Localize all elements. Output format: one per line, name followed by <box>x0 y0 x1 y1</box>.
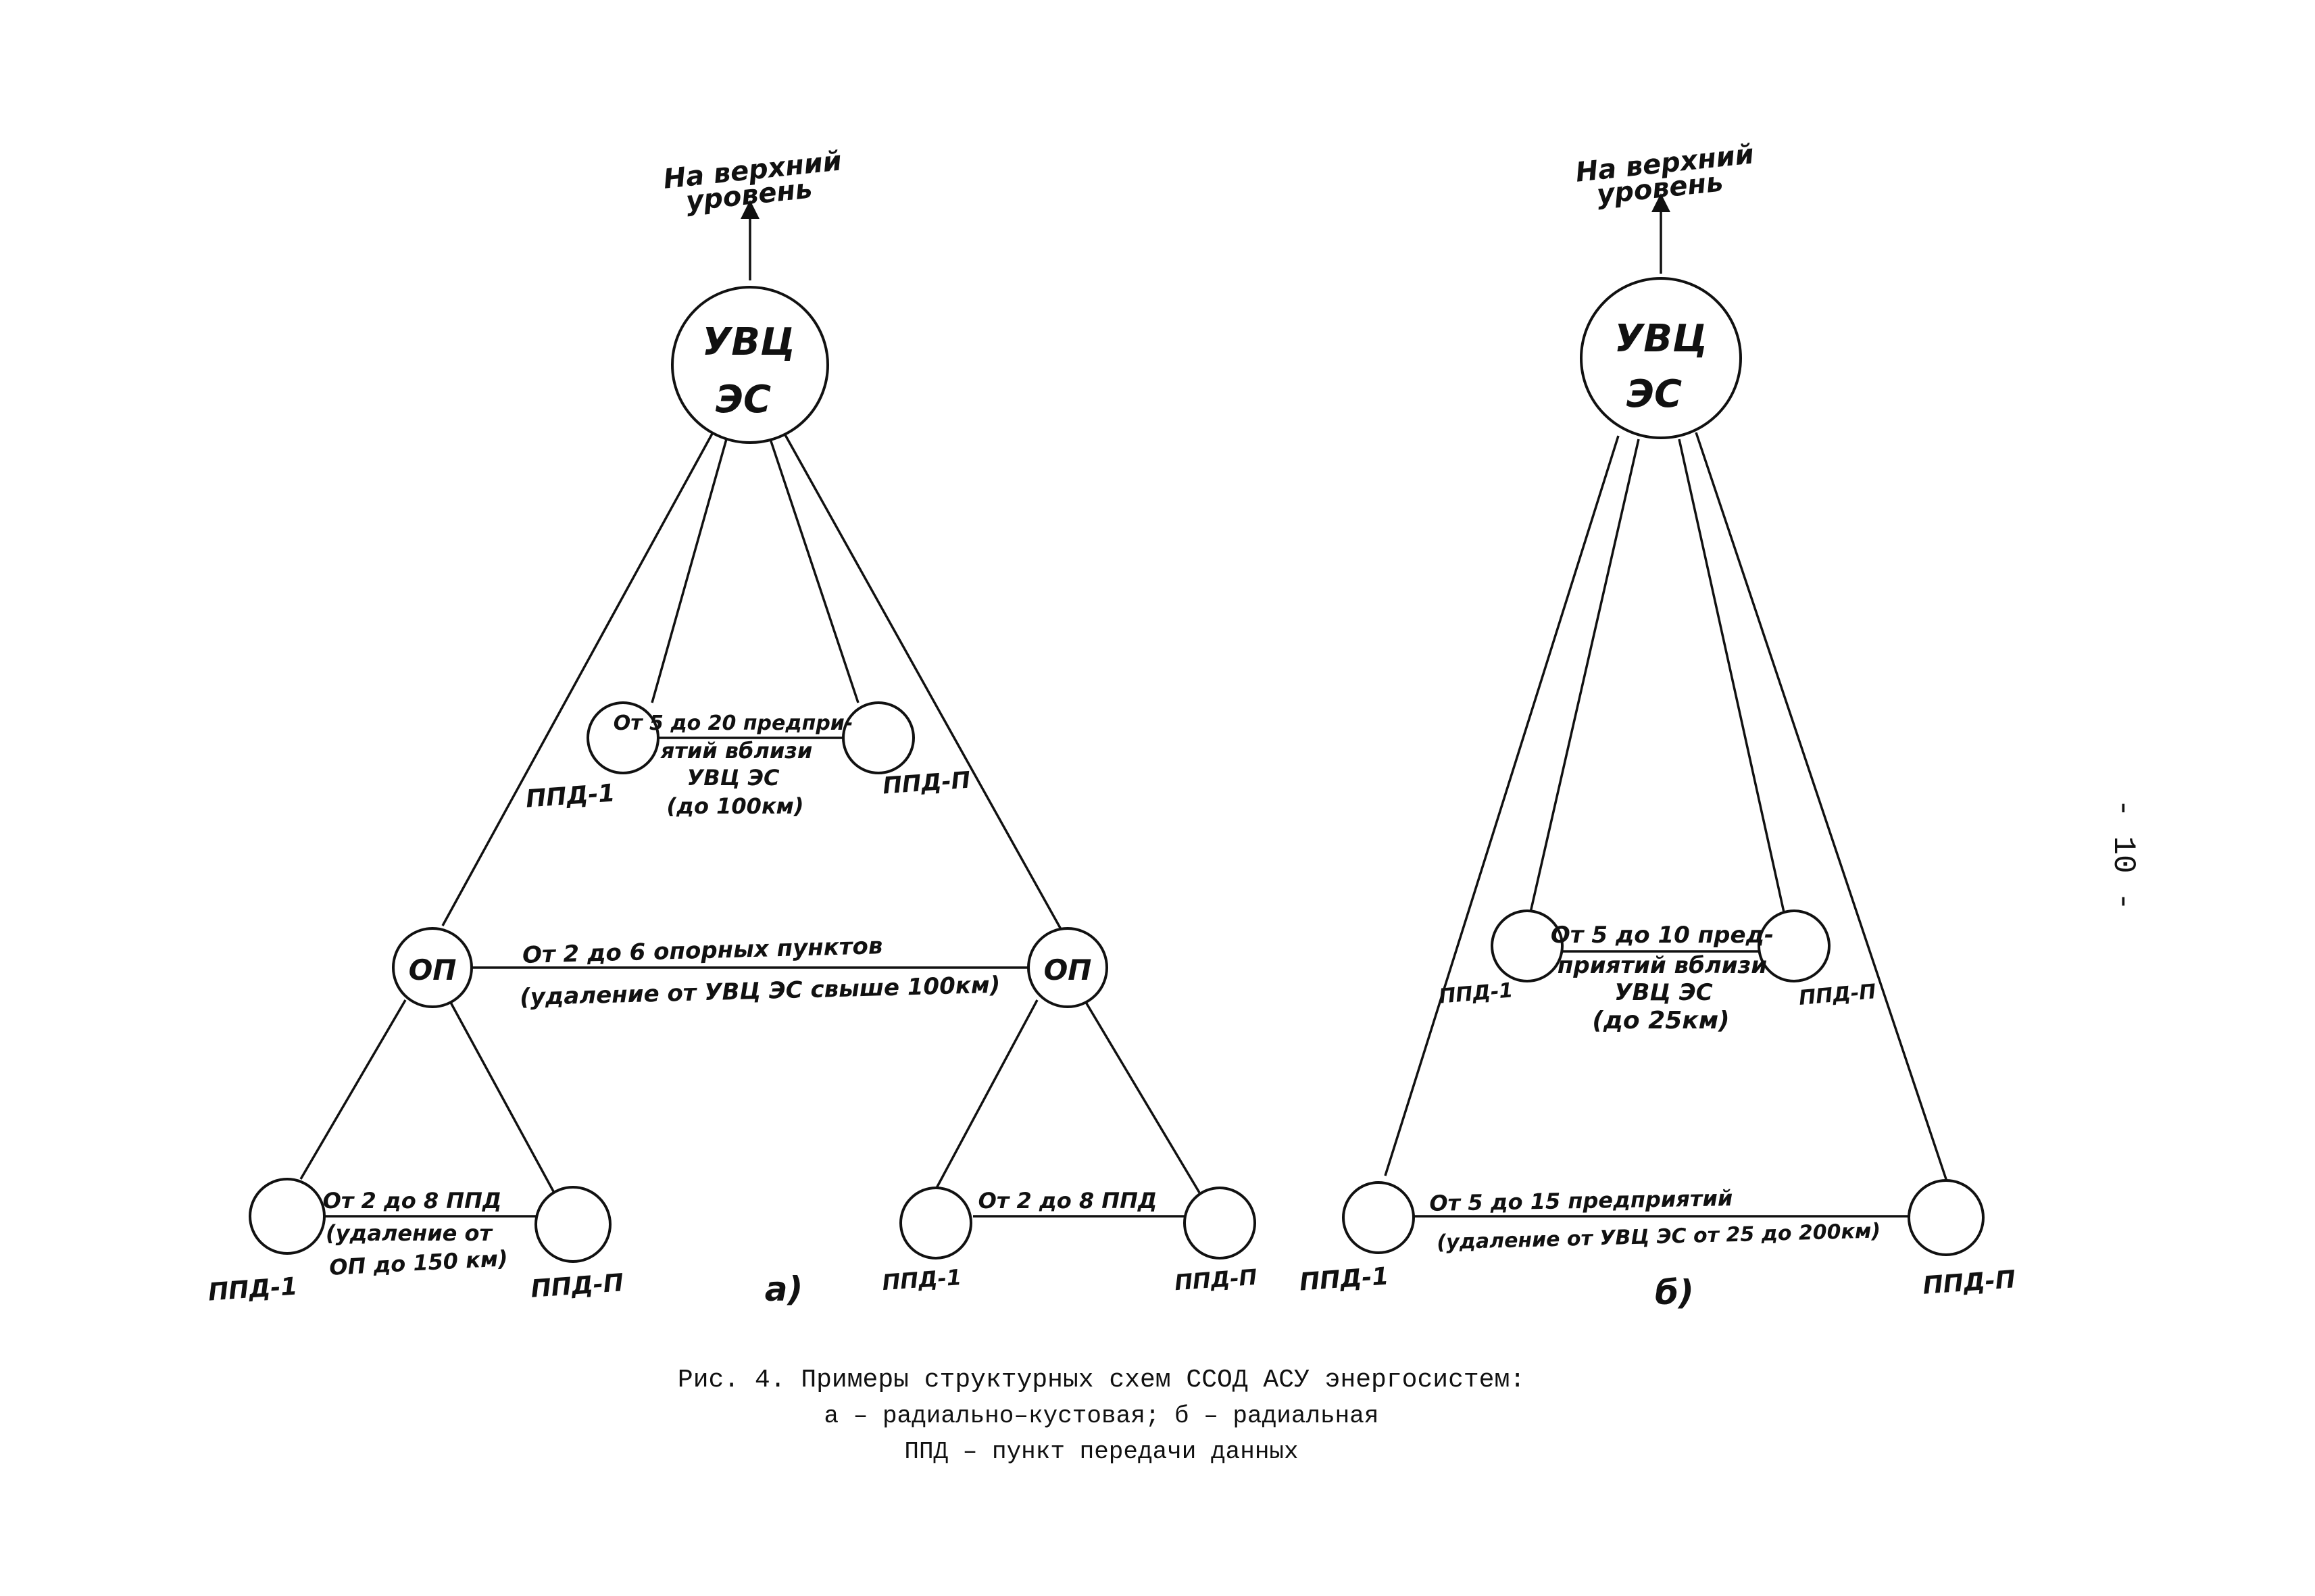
op-node-left <box>392 927 473 1008</box>
far-right-label-b: ППД-П <box>1922 1266 2016 1299</box>
leaf-right-text: От 2 до 8 ППД <box>978 1188 1158 1214</box>
root-node-b <box>1580 277 1742 439</box>
leaf-rl-label: ППД-1 <box>881 1264 962 1295</box>
leaf-left-text-line3: ОП до 150 км) <box>328 1245 508 1280</box>
near-text-b-line3: УВЦ ЭС <box>1614 979 1712 1006</box>
near-text-a-line3: УВЦ ЭС <box>687 765 780 791</box>
leaf-node-rr <box>1183 1187 1256 1260</box>
panel-label-a: а) <box>765 1270 803 1309</box>
diagram-a: На верхний уровень УВЦ ЭС ОП ОП ППД-1 ПП… <box>207 145 1258 1309</box>
page-number: - 10 - <box>2106 799 2141 911</box>
link-root-near-right-b <box>1678 439 1785 913</box>
link-root-op-right <box>782 432 1062 930</box>
op-text-line1: От 2 до 6 опорных пунктов <box>522 932 883 969</box>
near-text-b-line1: От 5 до 10 пред- <box>1551 922 1774 949</box>
link-op-right-leaf-right <box>1083 999 1201 1193</box>
near-text-a-line4: (до 100км) <box>667 793 804 819</box>
link-root-near-left-b <box>1529 439 1640 913</box>
op-label-right: ОП <box>1044 953 1092 987</box>
near-node-left-a <box>587 701 659 774</box>
link-root-near-right <box>769 439 860 703</box>
near-left-label-a: ППД-1 <box>525 779 616 813</box>
root-label-a-line2: ЭС <box>716 378 771 422</box>
leaf-node-rl <box>899 1187 972 1260</box>
link-root-far-right <box>1695 432 1951 1190</box>
leaf-node-lr <box>534 1186 612 1263</box>
figure-caption: Рис. 4. Примеры структурных схем ССОД АС… <box>678 1366 1525 1466</box>
link-op-right-leaf-left <box>935 999 1039 1190</box>
far-node-right-b <box>1908 1179 1985 1256</box>
leaf-node-ll <box>249 1178 326 1255</box>
near-text-a-line1: От 5 до 20 предпри- <box>614 712 853 735</box>
caption-line1: Рис. 4. Примеры структурных схем ССОД АС… <box>678 1366 1525 1395</box>
link-op-left-leaf-right <box>448 999 555 1193</box>
root-label-b-line2: ЭС <box>1626 372 1682 416</box>
far-node-left-b <box>1342 1181 1415 1254</box>
root-label-b-line1: УВЦ <box>1614 317 1708 361</box>
far-left-label-b: ППД-1 <box>1299 1262 1390 1296</box>
leaf-ll-label: ППД-1 <box>207 1272 299 1306</box>
near-left-label-b: ППД-1 <box>1438 978 1514 1008</box>
op-node-right <box>1027 927 1108 1008</box>
link-root-far-left <box>1384 435 1620 1176</box>
op-text-line2: (удаление от УВЦ ЭС свыше 100км) <box>520 972 1001 1012</box>
far-text-b-line1: От 5 до 15 предприятий <box>1429 1185 1733 1216</box>
leaf-left-text-line2: (удаление от <box>326 1220 493 1246</box>
root-label-a-line1: УВЦ <box>702 320 795 364</box>
near-node-right-b <box>1758 909 1831 982</box>
link-root-near-left <box>651 439 728 703</box>
caption-line3: ППД – пункт передачи данных <box>904 1438 1298 1466</box>
caption-line2: а – радиально–кустовая; б – радиальная <box>824 1402 1379 1430</box>
leaf-left-text-line1: От 2 до 8 ППД <box>323 1188 502 1214</box>
near-right-label-a: ППД-П <box>882 767 971 800</box>
leaf-lr-label: ППД-П <box>530 1269 624 1303</box>
near-text-b-line2: приятий вблизи <box>1558 952 1767 979</box>
near-node-left-b <box>1491 909 1564 982</box>
link-op-left-leaf-left <box>299 999 407 1180</box>
near-text-a-line2: ятий вблизи <box>660 738 813 764</box>
near-text-b-line4: (до 25км) <box>1592 1007 1729 1034</box>
near-node-right-a <box>842 701 915 774</box>
panel-label-b: б) <box>1655 1273 1694 1312</box>
diagram-b: На верхний уровень УВЦ ЭС ППД-1 ППД-П От… <box>1299 139 2016 1312</box>
root-node-a <box>671 286 829 444</box>
leaf-rr-label: ППД-П <box>1174 1264 1258 1295</box>
link-root-op-left <box>441 432 714 926</box>
near-right-label-b: ППД-П <box>1798 980 1877 1010</box>
far-text-b-line2: (удаление от УВЦ ЭС от 25 до 200км) <box>1437 1219 1881 1254</box>
op-label-left: ОП <box>409 953 457 987</box>
